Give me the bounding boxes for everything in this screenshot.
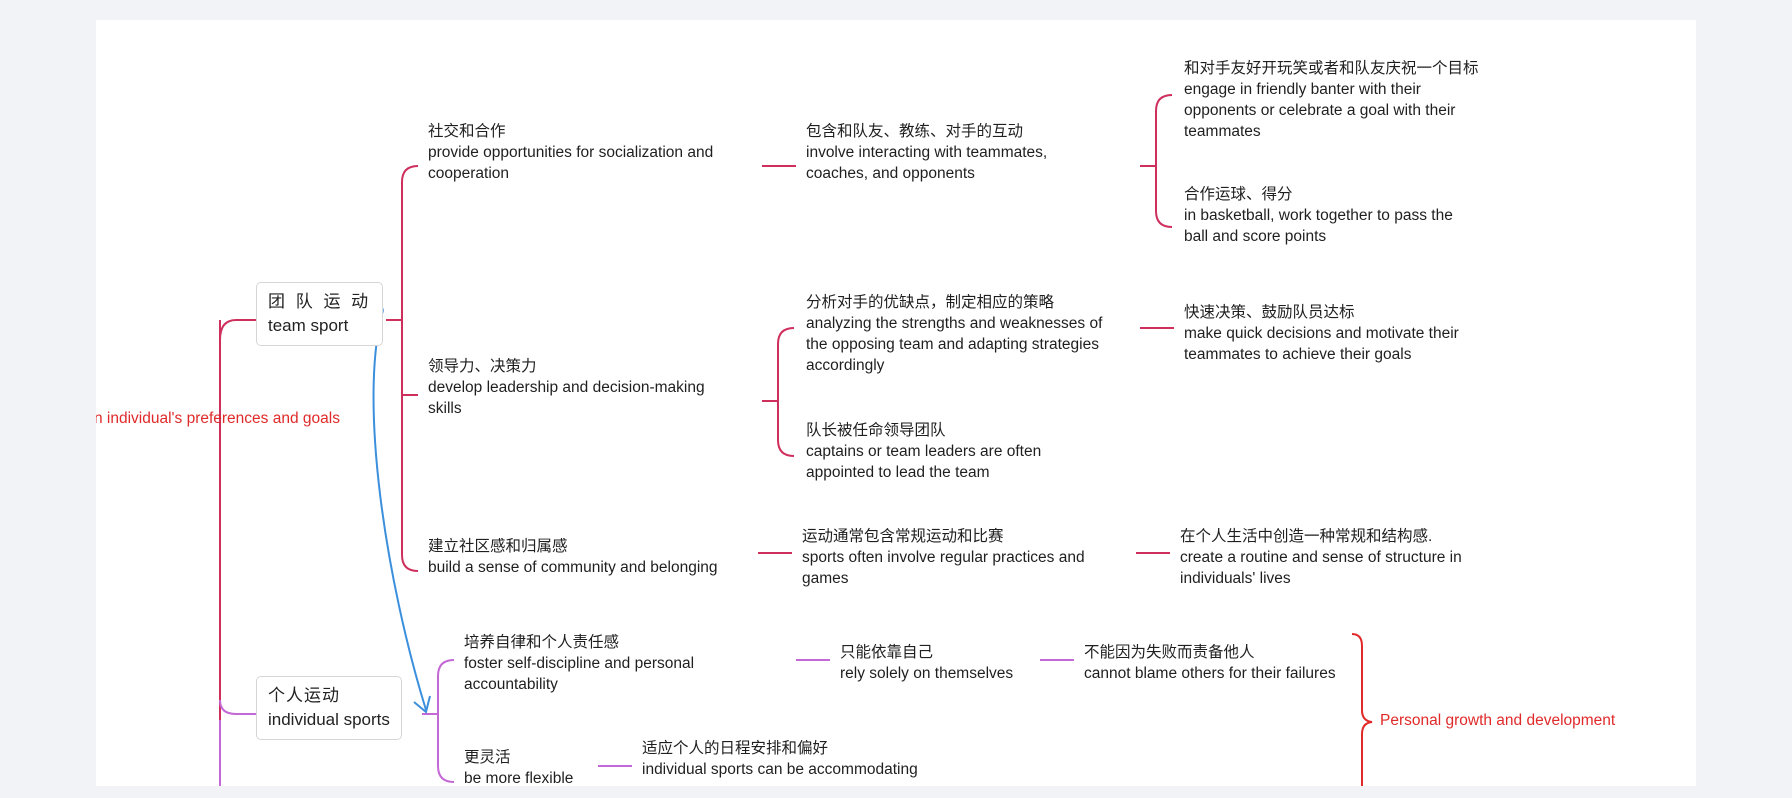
regular-practice-node[interactable]: 运动通常包含常规运动和比赛 sports often involve regul… xyxy=(802,526,1085,589)
flexible-zh: 更灵活 xyxy=(464,749,511,766)
quick-decision-en-2: teammates to achieve their goals xyxy=(1184,346,1412,363)
no-blame-node[interactable]: 不能因为失败而责备他人 cannot blame others for thei… xyxy=(1084,642,1336,684)
summary-brace xyxy=(1351,633,1373,786)
individual-sports-zh: 个人运动 xyxy=(268,686,340,705)
analyze-en-2: the opposing team and adapting strategie… xyxy=(806,336,1099,353)
banter-en-2: opponents or celebrate a goal with their xyxy=(1184,102,1456,119)
routine-node[interactable]: 在个人生活中创造一种常规和结构感. create a routine and s… xyxy=(1180,526,1462,589)
discipline-en-1: foster self-discipline and personal xyxy=(464,655,695,672)
routine-en-1: create a routine and sense of structure … xyxy=(1180,549,1462,566)
individual-bracket-line xyxy=(437,659,455,783)
analyze-node[interactable]: 分析对手的优缺点，制定相应的策略 analyzing the strengths… xyxy=(806,292,1102,376)
no-blame-zh: 不能因为失败而责备他人 xyxy=(1084,644,1255,661)
regular-practice-en-1: sports often involve regular practices a… xyxy=(802,549,1085,566)
regular-practice-zh: 运动通常包含常规运动和比赛 xyxy=(802,528,1004,545)
community-zh: 建立社区感和归属感 xyxy=(428,538,568,555)
root-to-team-line xyxy=(219,319,256,341)
accommodate-zh: 适应个人的日程安排和偏好 xyxy=(642,740,829,757)
root-to-individual-line xyxy=(219,699,256,715)
socialization-node[interactable]: 社交和合作 provide opportunities for socializ… xyxy=(428,121,713,184)
relationship-curve xyxy=(372,309,427,711)
root-topic-label[interactable]: n individual's preferences and goals xyxy=(96,410,340,427)
socialization-en-2: cooperation xyxy=(428,165,510,182)
quick-decision-zh: 快速决策、鼓励队员达标 xyxy=(1184,304,1355,321)
banter-node[interactable]: 和对手友好开玩笑或者和队友庆祝一个目标 engage in friendly b… xyxy=(1184,58,1479,142)
accommodate-en: individual sports can be accommodating xyxy=(642,761,918,778)
discipline-en-2: accountability xyxy=(464,676,558,693)
discipline-zh: 培养自律和个人责任感 xyxy=(464,634,620,651)
pass-score-zh: 合作运球、得分 xyxy=(1184,186,1293,203)
analyze-en-1: analyzing the strengths and weaknesses o… xyxy=(806,315,1103,332)
connector-lines xyxy=(219,94,1373,786)
quick-decision-node[interactable]: 快速决策、鼓励队员达标 make quick decisions and mot… xyxy=(1184,302,1459,365)
banter-en-3: teammates xyxy=(1184,123,1261,140)
team-sport-zh: 团 队 运 动 xyxy=(268,292,372,311)
summary-label[interactable]: Personal growth and development xyxy=(1380,712,1616,729)
interact-en-1: involve interacting with teammates, xyxy=(806,144,1048,161)
analyze-zh: 分析对手的优缺点，制定相应的策略 xyxy=(806,294,1055,311)
banter-en-1: engage in friendly banter with their xyxy=(1184,81,1421,98)
banter-zh: 和对手友好开玩笑或者和队友庆祝一个目标 xyxy=(1184,60,1479,77)
captains-zh: 队长被任命领导团队 xyxy=(806,422,946,439)
no-blame-en: cannot blame others for their failures xyxy=(1084,665,1336,682)
captains-node[interactable]: 队长被任命领导团队 captains or team leaders are o… xyxy=(806,420,1041,483)
leadership-zh: 领导力、决策力 xyxy=(428,358,537,375)
team-bracket-line xyxy=(401,165,419,572)
leadership-en-1: develop leadership and decision-making xyxy=(428,379,705,396)
routine-zh: 在个人生活中创造一种常规和结构感. xyxy=(1180,528,1433,545)
individual-sports-node[interactable]: 个人运动 individual sports xyxy=(256,676,402,740)
team-sport-en: team sport xyxy=(268,316,349,335)
flexible-en: be more flexible xyxy=(464,770,574,786)
interact-zh: 包含和队友、教练、对手的互动 xyxy=(806,123,1024,140)
flexible-node[interactable]: 更灵活 be more flexible xyxy=(464,747,573,786)
rely-en: rely solely on themselves xyxy=(840,665,1014,682)
leadership-en-2: skills xyxy=(428,400,462,417)
socialization-zh: 社交和合作 xyxy=(428,123,506,140)
captains-en-2: appointed to lead the team xyxy=(806,464,990,481)
discipline-node[interactable]: 培养自律和个人责任感 foster self-discipline and pe… xyxy=(464,632,694,695)
community-node[interactable]: 建立社区感和归属感 build a sense of community and… xyxy=(428,536,718,578)
pass-score-en-2: ball and score points xyxy=(1184,228,1327,245)
relationship-arrowhead xyxy=(413,695,431,714)
analyze-en-3: accordingly xyxy=(806,357,885,374)
pass-score-node[interactable]: 合作运球、得分 in basketball, work together to … xyxy=(1184,184,1453,247)
socialization-en-1: provide opportunities for socialization … xyxy=(428,144,714,161)
community-en: build a sense of community and belonging xyxy=(428,559,718,576)
rely-zh: 只能依靠自己 xyxy=(840,644,934,661)
captains-en-1: captains or team leaders are often xyxy=(806,443,1042,460)
team-sport-node[interactable]: 团 队 运 动 team sport xyxy=(256,282,384,346)
pass-score-en-1: in basketball, work together to pass the xyxy=(1184,207,1453,224)
regular-practice-en-2: games xyxy=(802,570,849,587)
interact-node[interactable]: 包含和队友、教练、对手的互动 involve interacting with … xyxy=(806,121,1047,184)
leadership-bracket-line xyxy=(777,327,795,457)
mindmap-canvas: n individual's preferences and goals 团 队… xyxy=(96,20,1696,786)
interact-en-2: coaches, and opponents xyxy=(806,165,975,182)
rely-node[interactable]: 只能依靠自己 rely solely on themselves xyxy=(840,642,1013,684)
routine-en-2: individuals' lives xyxy=(1180,570,1291,587)
quick-decision-en-1: make quick decisions and motivate their xyxy=(1184,325,1459,342)
accommodate-node[interactable]: 适应个人的日程安排和偏好 individual sports can be ac… xyxy=(642,738,918,780)
interact-bracket-line xyxy=(1155,94,1173,228)
leadership-node[interactable]: 领导力、决策力 develop leadership and decision-… xyxy=(428,356,705,419)
individual-sports-en: individual sports xyxy=(268,710,390,729)
